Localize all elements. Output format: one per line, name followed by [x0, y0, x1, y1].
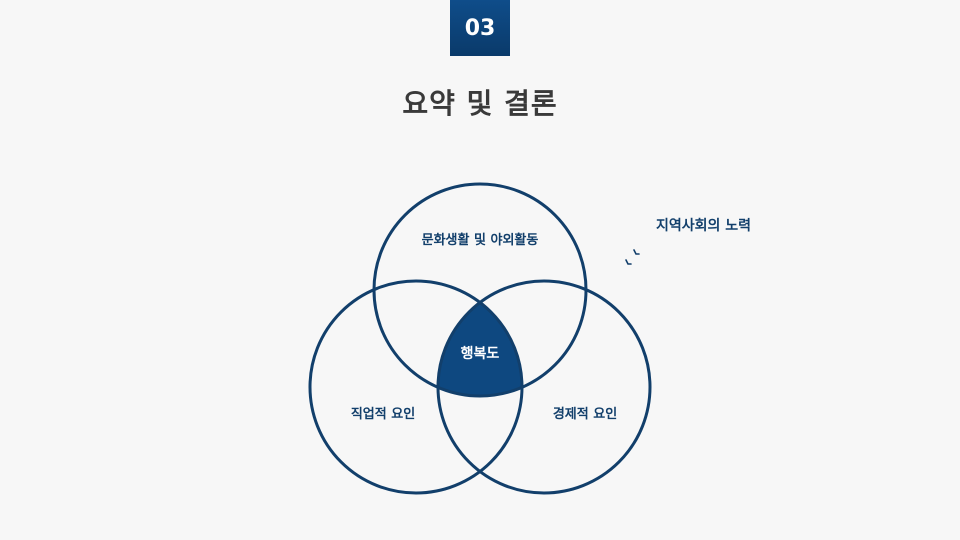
section-number-badge: 03: [450, 0, 510, 56]
circle-right: [436, 279, 652, 495]
top-circle-label: 문화생활 및 야외활동: [422, 232, 539, 248]
page-title: 요약 및 결론: [402, 87, 558, 120]
side-note: 지역사회의 노력: [656, 218, 752, 234]
emphasis-mark-icon: [625, 249, 640, 265]
circle-left: [308, 279, 524, 495]
right-circle-label: 경제적 요인: [553, 406, 617, 422]
center-intersection: [438, 281, 522, 396]
center-label: 행복도: [461, 346, 500, 362]
left-circle-label: 직업적 요인: [351, 406, 415, 422]
